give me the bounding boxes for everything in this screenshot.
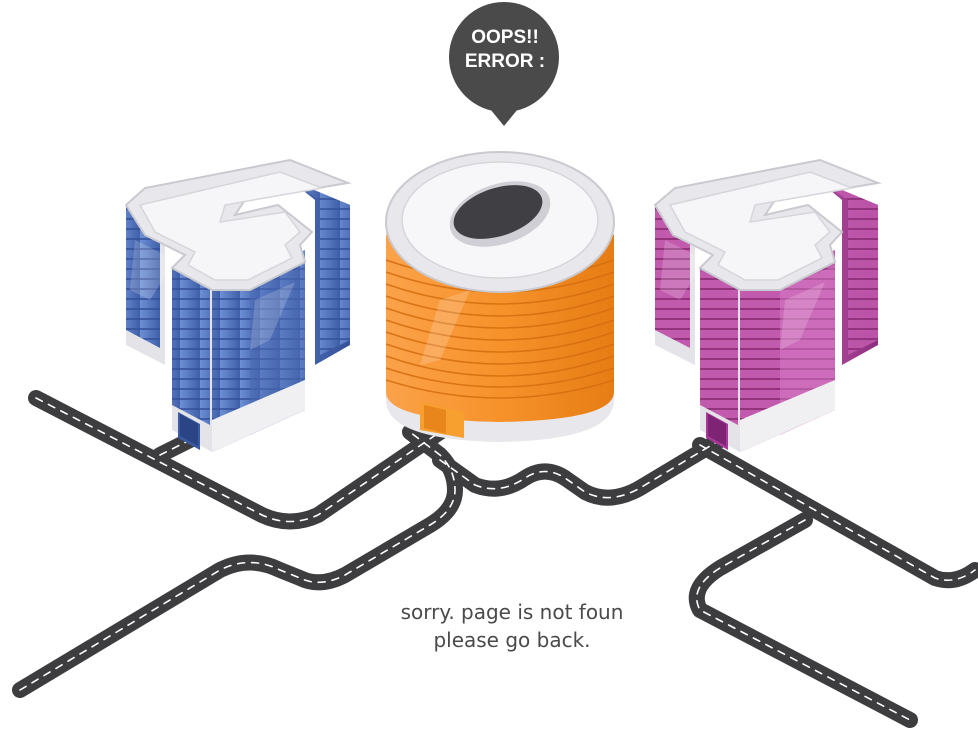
building-digit-0-center	[385, 151, 615, 442]
building-digit-4-left	[124, 158, 352, 452]
building-digit-4-right	[653, 158, 882, 452]
not-found-message: sorry. page is not foun please go back.	[372, 598, 652, 654]
bubble-line-error: ERROR :	[464, 51, 546, 72]
road-network	[12, 390, 978, 728]
speech-bubble	[449, 2, 559, 126]
message-line-1: sorry. page is not foun	[400, 600, 624, 624]
error-bubble-text: OOPS!! ERROR :	[450, 26, 560, 74]
bubble-line-oops: OOPS!!	[471, 27, 539, 48]
message-line-2: please go back.	[433, 628, 591, 652]
